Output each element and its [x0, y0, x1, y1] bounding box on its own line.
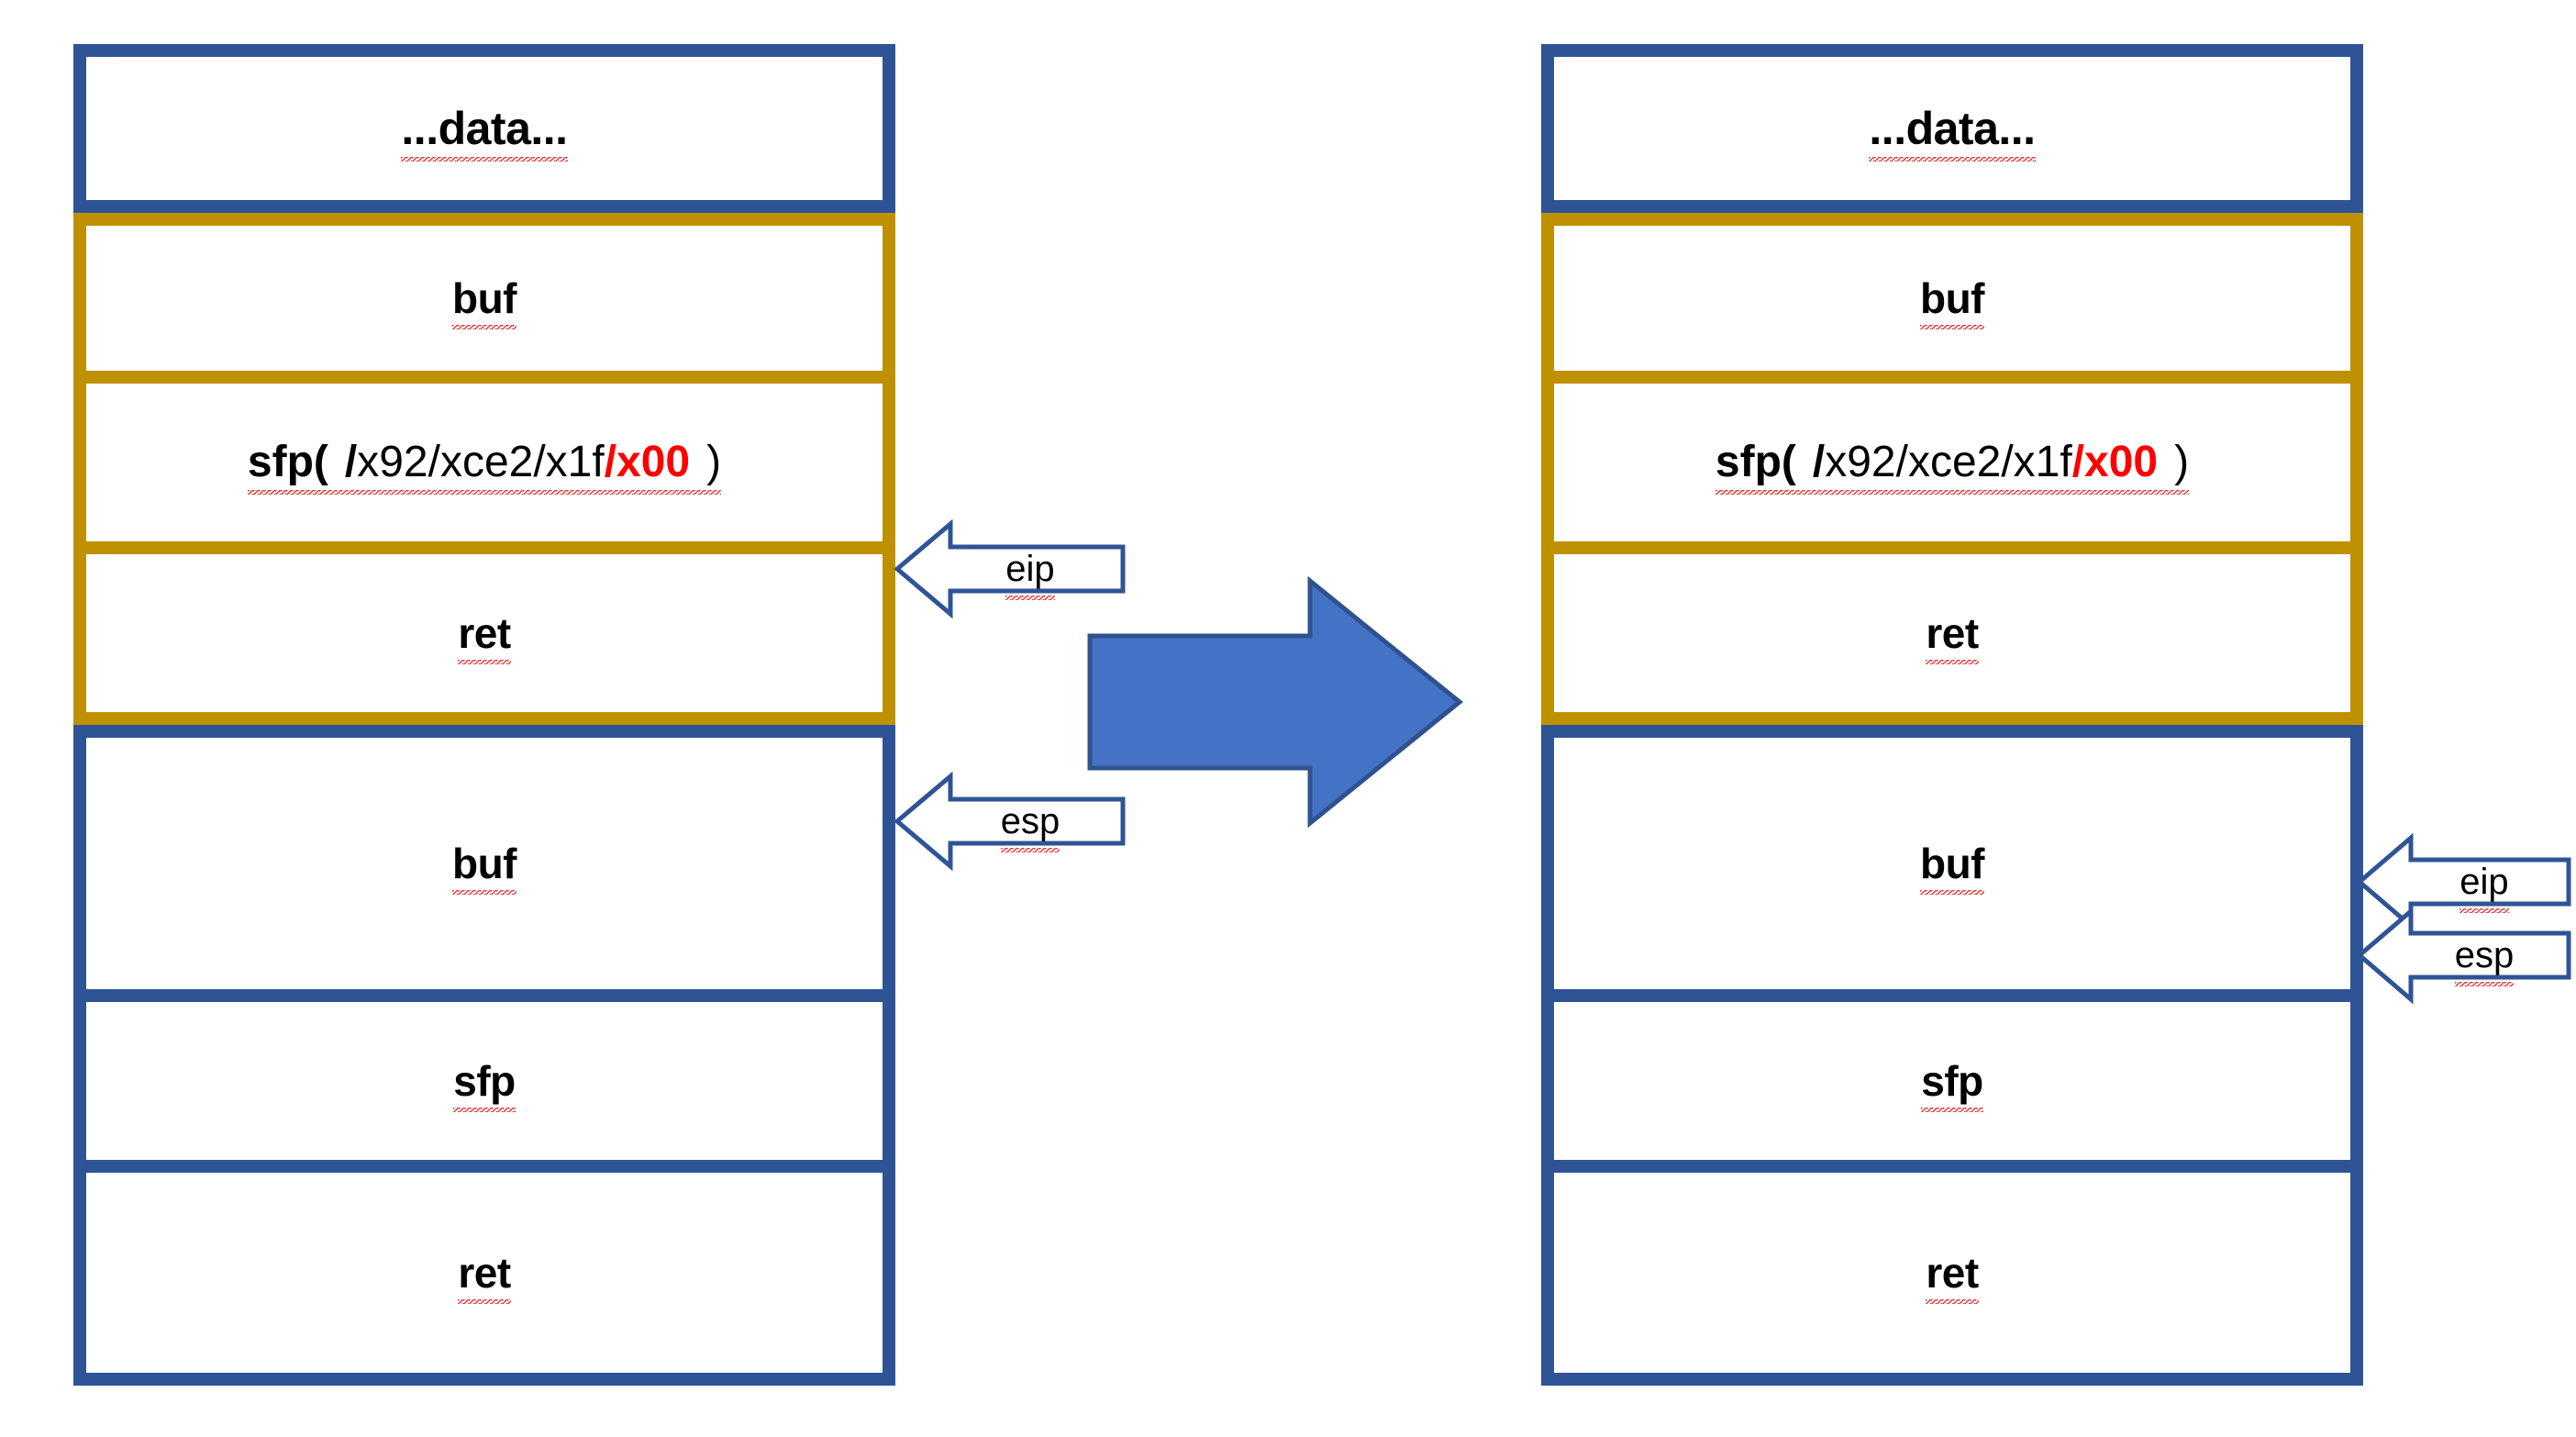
pointer-esp-label: esp	[1000, 800, 1060, 852]
stack-row-buf-bottom: buf	[1541, 725, 2363, 1002]
stack-row-buf-top: buf	[1541, 213, 2363, 384]
stack-row-label: ...data...	[401, 103, 568, 162]
stack-row-buf-top: buf	[73, 213, 895, 384]
stack-row-label: sfp	[1921, 1057, 1983, 1112]
sfp-middle: x92/xce2/x1f	[1825, 438, 2072, 486]
sfp-middle: x92/xce2/x1f	[357, 438, 605, 486]
stack-row-ret-bottom: ret	[1541, 1173, 2363, 1386]
pointer-esp-label: esp	[2454, 934, 2515, 986]
sfp-payload-text: sfp( /x92/xce2/x1f/x00)	[247, 438, 722, 495]
pointer-esp-label-wrap: esp	[2358, 907, 2570, 1004]
pointer-eip-left[interactable]: eip	[894, 518, 1126, 619]
sfp-null-bytes: /x00	[2071, 438, 2159, 486]
pointer-esp-left[interactable]: esp	[894, 771, 1126, 872]
stack-row-label: ret	[458, 609, 511, 664]
stack-row-sfp-payload: sfp( /x92/xce2/x1f/x00)	[1541, 384, 2363, 554]
pointer-esp-right[interactable]: esp	[2356, 906, 2571, 1005]
pointer-eip-label: eip	[1005, 548, 1056, 600]
stack-row-label: sfp	[453, 1057, 516, 1112]
transition-arrow	[1087, 569, 1463, 835]
pointer-eip-label: eip	[2459, 861, 2510, 913]
stack-row-data: ...data...	[73, 44, 895, 213]
sfp-slash: /	[344, 438, 358, 486]
pointer-esp-label-wrap: esp	[895, 771, 1125, 872]
stack-row-sfp-bottom: sfp	[73, 1002, 895, 1173]
stack-row-ret-top: ret	[1541, 554, 2363, 725]
sfp-null-bytes: /x00	[604, 438, 691, 486]
sfp-prefix: sfp(	[247, 438, 328, 495]
stack-row-label: ret	[1926, 1249, 1979, 1304]
stack-row-label: ret	[1926, 609, 1979, 664]
stack-row-label: buf	[451, 840, 517, 895]
pointer-eip-label-wrap: eip	[895, 518, 1125, 619]
stack-row-ret-top: ret	[73, 554, 895, 725]
stack-row-label: buf	[451, 274, 517, 329]
stack-row-sfp-bottom: sfp	[1541, 1002, 2363, 1173]
before-stack: ...data... buf sfp( /x92/xce2/x1f/x00) re…	[73, 44, 895, 1386]
sfp-prefix: sfp(	[1715, 438, 1796, 495]
pointer-eip-right[interactable]: eip	[2356, 832, 2571, 931]
stack-row-data: ...data...	[1541, 44, 2363, 213]
sfp-suffix: )	[706, 438, 722, 486]
stack-row-label: buf	[1919, 840, 1985, 895]
stack-row-label: buf	[1919, 274, 1985, 329]
sfp-slash: /	[1812, 438, 1826, 486]
stack-row-sfp-payload: sfp( /x92/xce2/x1f/x00)	[73, 384, 895, 554]
sfp-payload-text: sfp( /x92/xce2/x1f/x00)	[1715, 438, 2190, 495]
stack-row-ret-bottom: ret	[73, 1173, 895, 1386]
stack-row-buf-bottom: buf	[73, 725, 895, 1002]
stack-row-label: ...data...	[1869, 103, 2036, 162]
after-stack: ...data... buf sfp( /x92/xce2/x1f/x00) re…	[1541, 44, 2363, 1386]
sfp-suffix: )	[2174, 438, 2190, 486]
pointer-eip-label-wrap: eip	[2358, 833, 2570, 930]
stack-row-label: ret	[458, 1249, 511, 1304]
